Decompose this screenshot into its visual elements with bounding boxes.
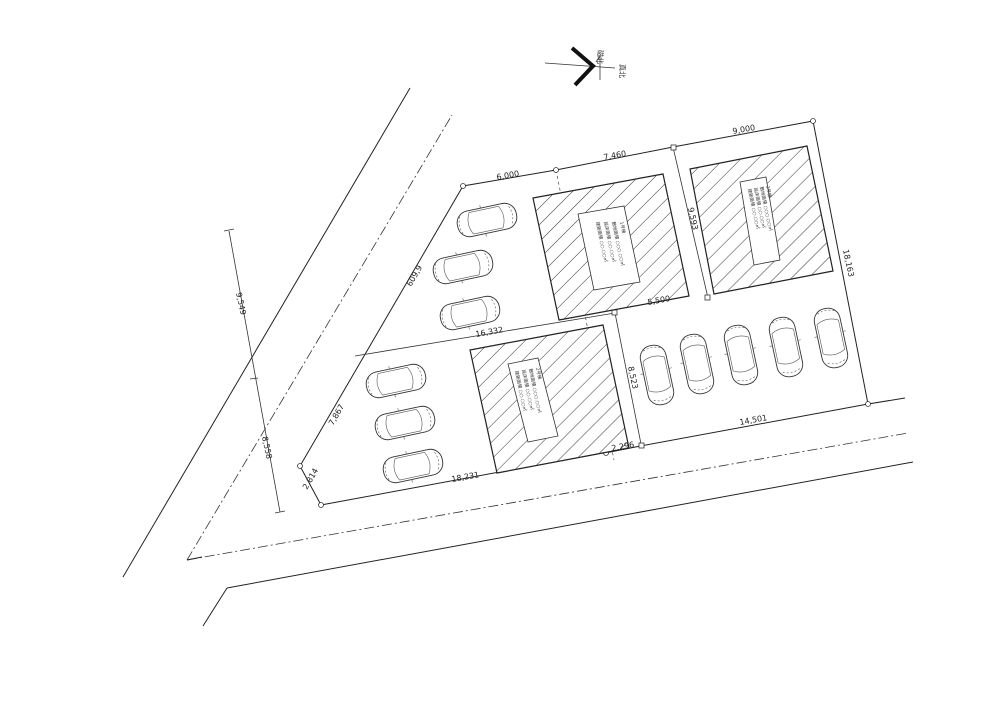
dim-east-side: 18,163 (841, 249, 856, 278)
car-5 (371, 400, 439, 446)
car-9 (718, 321, 764, 389)
dim-top-right: 9,000 (732, 123, 756, 136)
dim-top-left: 6,000 (496, 169, 520, 182)
north-label-true: 真北 (618, 64, 627, 78)
car-6 (379, 443, 447, 489)
building-c: 3号棟 敷地面積 ○○○.○○㎡ 延床面積 ○○.○○㎡ 建築面積 ○○.○○㎡ (689, 145, 834, 295)
building-c-line-1: 3号棟 (764, 185, 773, 199)
north-label-magnetic: 磁北 (596, 50, 605, 64)
dim-west-upper: 9,549 (234, 292, 248, 316)
dim-west-lower: 8,558 (260, 436, 274, 460)
building-b-line-1: 2号棟 (534, 367, 543, 381)
car-7 (634, 341, 680, 409)
dim-corner-small: 2,814 (301, 467, 320, 491)
dim-north-left-slant: 609,9 (405, 264, 424, 288)
car-8 (674, 330, 720, 398)
north-arrow: 磁北 真北 (544, 46, 627, 87)
road-lines (122, 87, 914, 627)
car-2 (429, 244, 497, 290)
dim-middle-width: 16,332 (475, 325, 504, 339)
building-b: 2号棟 敷地面積 ○○○.○○㎡ 延床面積 ○○.○○㎡ 建築面積 ○○.○○㎡ (469, 324, 630, 474)
dimension-lines (223, 228, 286, 514)
car-4 (362, 358, 430, 404)
dimension-labels: 6,000 7,460 9,000 9,593 18,163 5,500 609… (234, 123, 856, 491)
dim-building-a-bottom: 5,500 (647, 294, 671, 307)
car-1 (453, 197, 521, 243)
car-10 (763, 313, 809, 381)
dim-bottom-left: 18,231 (451, 470, 480, 484)
building-a-line-1: 1号棟 (618, 221, 627, 235)
car-11 (808, 304, 854, 372)
dim-bottom-small: 2,296 (611, 440, 635, 453)
dim-top-middle: 7,460 (603, 149, 627, 162)
building-a: 1号棟 敷地面積 ○○○.○○㎡ 延床面積 ○○.○○㎡ 建築面積 ○○.○○㎡ (532, 173, 690, 321)
